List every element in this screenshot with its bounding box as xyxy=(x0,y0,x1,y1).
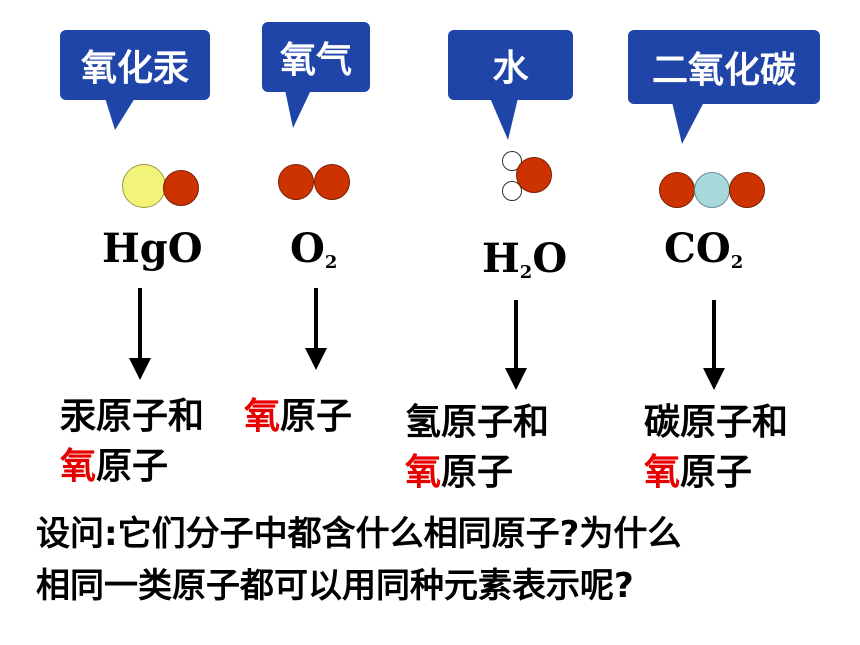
atoms-label-co2: 碳原子和 氧原子 xyxy=(644,398,788,498)
formula-text: O xyxy=(290,225,325,272)
label-text: 原子 xyxy=(280,396,353,437)
oxygen-atom-icon xyxy=(659,172,695,208)
oxygen-highlight: 氧 xyxy=(644,452,681,493)
oxygen-highlight: 氧 xyxy=(244,396,281,437)
label-line: 氧原子 xyxy=(644,448,788,498)
callout-label: 二氧化碳 xyxy=(651,50,796,91)
callout-tail xyxy=(285,90,311,128)
label-line: 氧原子 xyxy=(244,392,352,442)
formula-text: O xyxy=(532,235,568,282)
formula-h2o: H2O xyxy=(482,235,568,283)
oxygen-atom-icon xyxy=(729,172,765,208)
label-line: 氧原子 xyxy=(60,442,204,492)
oxygen-highlight: 氧 xyxy=(60,446,97,487)
atoms-label-o2: 氧原子 xyxy=(244,392,352,442)
formula-co2: CO2 xyxy=(664,225,744,273)
label-text: 原子 xyxy=(441,452,514,493)
formula-subscript: 2 xyxy=(730,252,744,273)
oxygen-atom-icon xyxy=(278,164,314,200)
formula-text: CO xyxy=(664,225,731,272)
label-line: 氢原子和 xyxy=(405,402,550,443)
callout-oxygen: 氧气 xyxy=(262,22,370,92)
formula-subscript: 2 xyxy=(324,252,338,273)
formula-text: HgO xyxy=(102,225,203,272)
label-text: 原子 xyxy=(680,452,753,493)
label-text: 原子 xyxy=(96,446,169,487)
oxygen-atom-icon xyxy=(163,170,199,206)
carbon-atom-icon xyxy=(694,172,730,208)
oxygen-atom-icon xyxy=(314,164,350,200)
callout-water: 水 xyxy=(448,30,573,100)
formula-hgo: HgO xyxy=(102,225,203,272)
atoms-label-h2o: 氢原子和 氧原子 xyxy=(405,398,549,498)
formula-subscript: 2 xyxy=(519,262,533,283)
callout-tail xyxy=(490,98,518,140)
label-line: 氧原子 xyxy=(405,448,549,498)
callout-mercury-oxide: 氧化汞 xyxy=(60,30,210,100)
formula-text: H xyxy=(482,235,520,282)
callout-carbon-dioxide: 二氧化碳 xyxy=(628,30,820,104)
callout-tail xyxy=(672,102,704,144)
question-line: 设问:它们分子中都含什么相同原子?为什么 xyxy=(36,514,682,554)
callout-label: 水 xyxy=(492,48,529,89)
callout-label: 氧气 xyxy=(279,40,352,81)
label-line: 碳原子和 xyxy=(644,402,789,443)
hydrogen-atom-icon xyxy=(502,181,522,201)
atoms-label-hgo: 汞原子和 氧原子 xyxy=(60,392,204,492)
oxygen-highlight: 氧 xyxy=(405,452,442,493)
discussion-question: 设问:它们分子中都含什么相同原子?为什么 相同一类原子都可以用同种元素表示呢? xyxy=(36,508,856,612)
oxygen-atom-icon xyxy=(516,157,552,193)
callout-label: 氧化汞 xyxy=(80,48,189,89)
question-line: 相同一类原子都可以用同种元素表示呢? xyxy=(36,566,634,606)
formula-o2: O2 xyxy=(290,225,338,273)
callout-tail xyxy=(105,98,135,130)
mercury-atom-icon xyxy=(122,164,166,208)
label-line: 汞原子和 xyxy=(60,396,205,437)
